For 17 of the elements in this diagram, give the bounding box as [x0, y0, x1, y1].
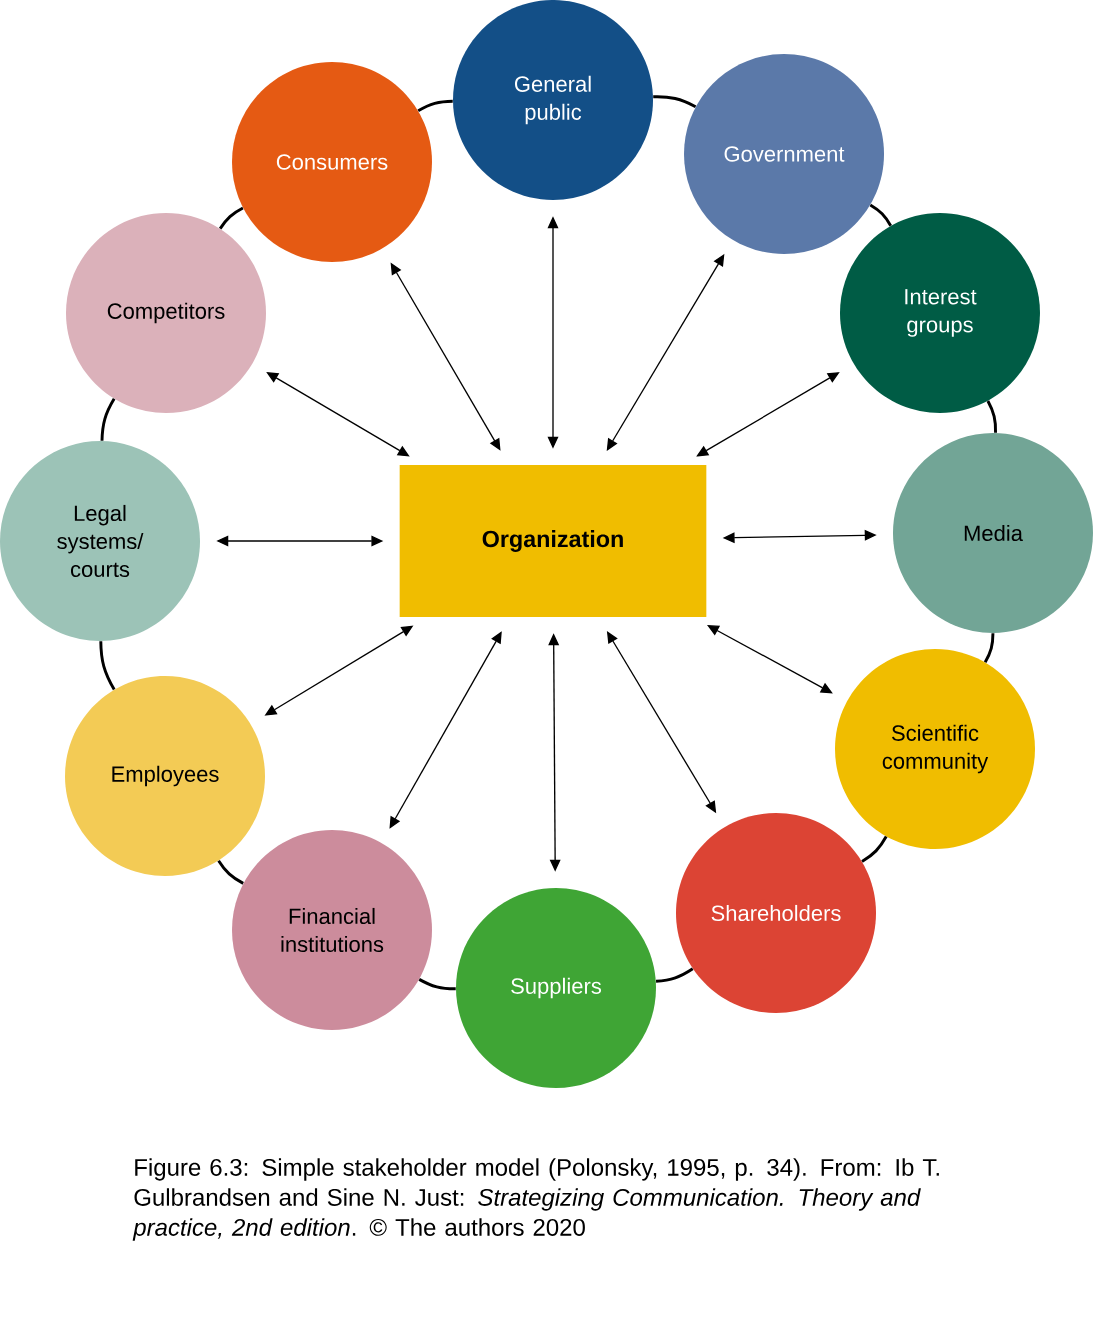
ring-line [653, 95, 697, 108]
ring-line [869, 203, 892, 227]
ring-line [418, 978, 456, 991]
double-arrow [266, 372, 410, 457]
double-arrow [696, 372, 840, 457]
organization-box: Organization [399, 465, 707, 617]
ring-line [417, 99, 453, 113]
ring-line [218, 206, 244, 230]
ring-line [986, 400, 998, 433]
ring-line [100, 398, 116, 441]
caption: Figure 6.3: Simple stakeholder model (Polonsky, 1995, p. 34). From: Ib T. Gulbrandsen and Sine N. Just: Strategizing Communication. Theory and practice, 2nd edition. © The authors 2020 [132, 1158, 939, 1241]
double-arrow [389, 631, 502, 829]
ring-line [983, 633, 995, 663]
ring-line [99, 641, 116, 691]
ring-line [217, 859, 244, 885]
ring-line [861, 835, 888, 863]
ring-line [655, 967, 694, 983]
